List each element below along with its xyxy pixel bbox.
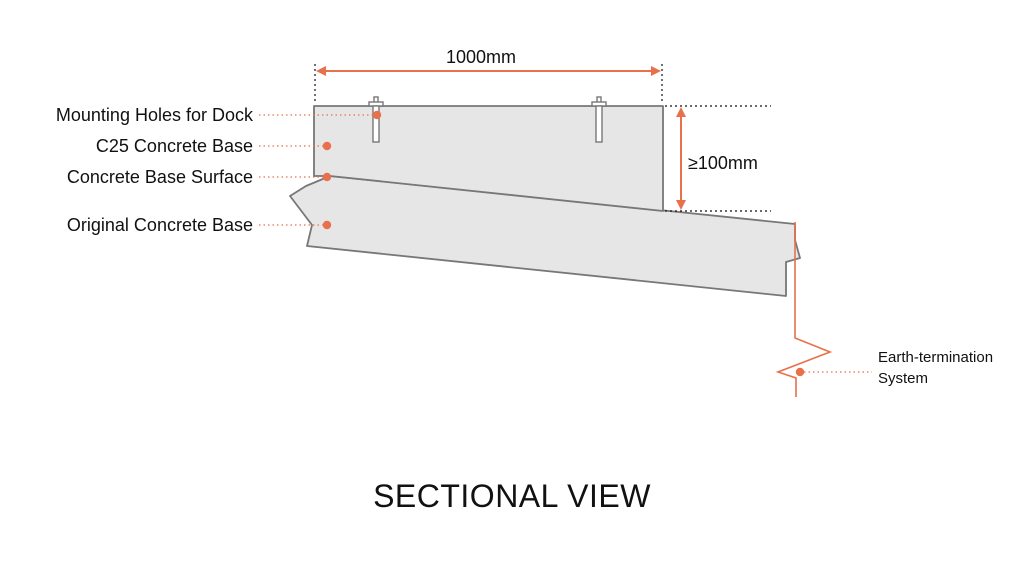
label-earth-termination-line1: Earth-termination [878, 349, 994, 366]
anchor-bolt-left [368, 96, 384, 143]
label-earth-termination: Earth-termination System [878, 347, 1024, 389]
label-concrete-base-surface: Concrete Base Surface [66, 167, 253, 187]
height-dimension [665, 105, 771, 212]
width-dimension [314, 64, 663, 104]
callout-dot-c25-base [322, 141, 332, 151]
label-earth-termination-line2: System [878, 370, 929, 387]
label-mounting-holes: Mounting Holes for Dock [55, 105, 253, 125]
callout-dot-original-base [322, 220, 332, 230]
label-c25-concrete-base: C25 Concrete Base [95, 136, 253, 156]
anchor-bolt-right [591, 96, 607, 143]
callout-dot-mounting-holes [372, 110, 382, 120]
callout-dot-earth-termination [795, 367, 805, 377]
leader-lines [259, 114, 872, 373]
earth-termination-conductor [775, 222, 833, 397]
callout-dot-base-surface [322, 172, 332, 182]
width-dimension-label: 1000mm [446, 47, 517, 67]
height-dimension-label: ≥100mm [688, 153, 758, 173]
label-original-concrete-base: Original Concrete Base [66, 215, 253, 235]
diagram-title: SECTIONAL VIEW [373, 478, 651, 514]
